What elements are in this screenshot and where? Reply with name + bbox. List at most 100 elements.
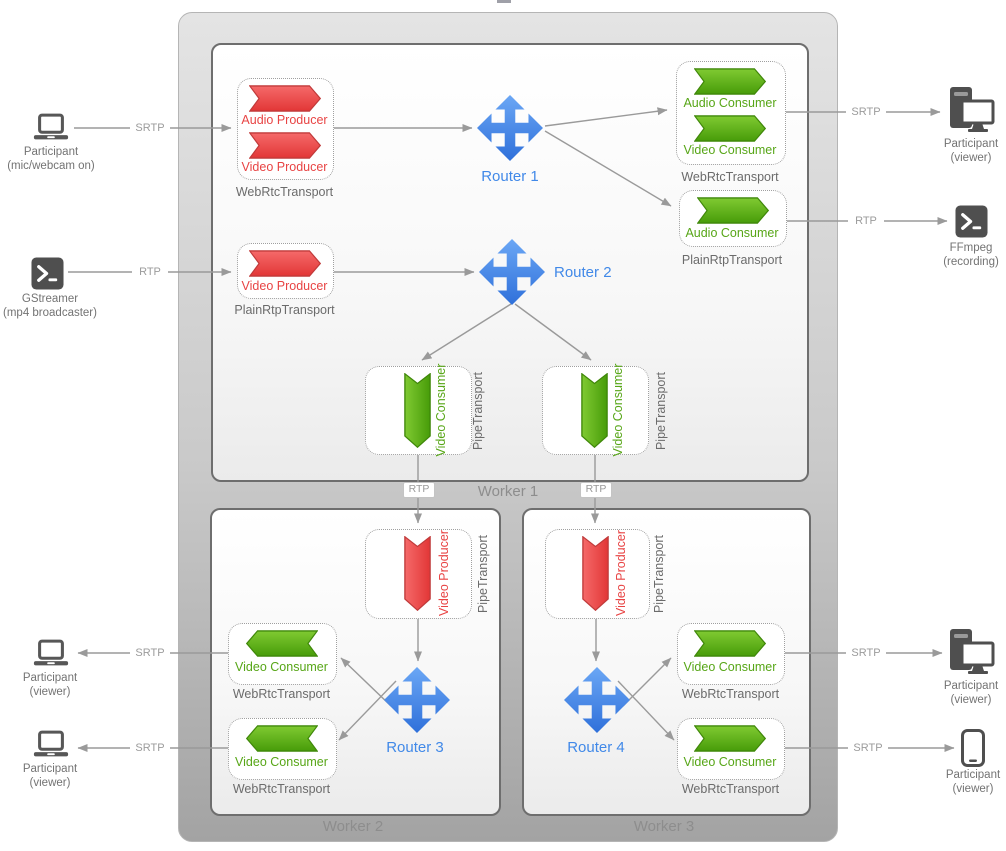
video-consumer-label: Video Consumer: [611, 363, 625, 457]
viewer-top-caption: Participant (viewer): [920, 138, 1006, 165]
srtp-link-label: SRTP: [130, 741, 170, 755]
broadcaster-name: GStreamer: [21, 293, 79, 305]
video-consumer-arrow-icon: [694, 115, 766, 142]
video-producer-label: Video Producer: [241, 279, 328, 293]
pipe-transport-label: PipeTransport: [471, 371, 485, 451]
plainrtp-consumer-transport-label: PlainRtpTransport: [681, 253, 783, 267]
link-router1-to-consumers: [544, 107, 668, 127]
link-router2-to-pipe-right: [514, 303, 592, 361]
srtp-link-label: SRTP: [846, 105, 886, 119]
video-consumer-label: Video Consumer: [683, 143, 777, 157]
link-router3-to-consumer-a: [340, 657, 392, 707]
rtp-link-label: RTP: [132, 265, 168, 279]
video-consumer-label: Video Consumer: [683, 755, 777, 769]
webrtc-transport-label: WebRtcTransport: [232, 782, 331, 796]
audio-consumer-arrow-icon: [697, 197, 769, 224]
rtp-link-label: RTP: [848, 214, 884, 228]
srtp-link-label: SRTP: [130, 646, 170, 660]
viewer-laptop2-caption: Participant (viewer): [0, 763, 100, 790]
viewer-detail: (viewer): [29, 776, 71, 789]
viewer-name: Participant: [945, 769, 1001, 781]
video-producer-label: Video Producer: [241, 160, 328, 174]
audio-consumer-label: Audio Consumer: [685, 226, 779, 240]
pipe-rtp-left-chip: RTP: [403, 482, 435, 498]
video-consumer-left-arrow-icon: [246, 630, 318, 657]
worker1-label: Worker 1: [477, 483, 539, 500]
link-router4-to-consumer-a: [622, 657, 672, 707]
laptop-icon: [33, 113, 69, 140]
publisher-caption: Participant (mic/webcam on): [0, 146, 102, 173]
pipe-rtp-right-chip: RTP: [580, 482, 612, 498]
link-router2-to-pipe-left: [421, 303, 512, 361]
audio-consumer-arrow-icon: [694, 68, 766, 95]
srtp-link-label: SRTP: [130, 121, 170, 135]
recorder-caption: FFmpeg (recording): [921, 242, 1006, 269]
desktop-computer-icon: [950, 87, 995, 132]
viewer-name: Participant: [943, 138, 999, 150]
video-consumer-down-arrow-icon: [404, 373, 431, 448]
srtp-link-label: SRTP: [846, 646, 886, 660]
link-router1-to-plainrtp-consumer: [544, 130, 672, 207]
pipe-transport-label: PipeTransport: [476, 534, 490, 614]
video-producer-label: Video Producer: [614, 530, 628, 616]
video-producer-down-arrow-icon: [404, 536, 431, 611]
video-consumer-arrow-icon: [694, 630, 766, 657]
router3-icon: [384, 667, 450, 733]
webrtc-transport-label: WebRtcTransport: [681, 687, 780, 701]
link-router4-to-consumer-b: [617, 680, 675, 741]
worker3-label: Worker 3: [633, 818, 695, 835]
laptop-icon: [33, 730, 69, 757]
router4-icon: [564, 667, 630, 733]
router1-label: Router 1: [481, 168, 539, 185]
video-consumer-left-arrow-icon: [246, 725, 318, 752]
viewer-name: Participant: [22, 672, 78, 684]
webrtc-consumer-transport-label: WebRtcTransport: [681, 170, 779, 184]
video-consumer-down-arrow-icon: [581, 373, 608, 448]
video-producer-arrow-icon: [249, 132, 321, 159]
srtp-link-label: SRTP: [848, 741, 888, 755]
webrtc-transport-label: WebRtcTransport: [681, 782, 780, 796]
worker2-label: Worker 2: [322, 818, 384, 835]
video-producer-arrow-icon: [249, 250, 321, 277]
laptop-icon: [33, 639, 69, 666]
recorder-name: FFmpeg: [949, 242, 993, 254]
viewer-detail: (viewer): [950, 151, 992, 164]
webrtc-transport-label: WebRtcTransport: [232, 687, 331, 701]
pipe-transport-label: PipeTransport: [652, 534, 666, 614]
router2-label: Router 2: [554, 264, 612, 281]
webrtc-producer-transport-label: WebRtcTransport: [235, 185, 334, 199]
viewer-phone-caption: Participant (viewer): [923, 769, 1006, 796]
terminal-icon: [31, 257, 64, 290]
plainrtp-producer-transport-label: PlainRtpTransport: [234, 303, 335, 317]
audio-producer-arrow-icon: [249, 85, 321, 112]
video-consumer-label: Video Consumer: [683, 660, 777, 674]
publisher-name: Participant: [23, 146, 79, 158]
broadcaster-detail: (mp4 broadcaster): [3, 306, 97, 319]
router4-label: Router 4: [567, 739, 625, 756]
publisher-detail: (mic/webcam on): [7, 159, 95, 172]
audio-producer-label: Audio Producer: [241, 113, 328, 127]
pipe-transport-label: PipeTransport: [654, 371, 668, 451]
viewer-detail: (viewer): [950, 693, 992, 706]
audio-consumer-label: Audio Consumer: [683, 96, 777, 110]
broadcaster-caption: GStreamer (mp4 broadcaster): [0, 293, 100, 320]
terminal-icon: [955, 205, 988, 238]
desktop-computer-icon: [950, 629, 995, 674]
video-consumer-arrow-icon: [694, 725, 766, 752]
viewer-detail: (viewer): [29, 685, 71, 698]
video-consumer-label: Video Consumer: [235, 755, 328, 769]
router1-icon: [477, 95, 543, 161]
router2-icon: [479, 239, 545, 305]
viewer-desktop-caption: Participant (viewer): [920, 680, 1006, 707]
viewer-name: Participant: [22, 763, 78, 775]
viewer-detail: (viewer): [952, 782, 994, 795]
video-producer-label: Video Producer: [437, 530, 451, 616]
cropped-title-mark: [497, 0, 511, 3]
link-router3-to-consumer-b: [338, 680, 397, 741]
video-producer-down-arrow-icon: [582, 536, 609, 611]
router3-label: Router 3: [386, 739, 444, 756]
mobile-phone-icon: [961, 729, 985, 767]
viewer-laptop1-caption: Participant (viewer): [0, 672, 100, 699]
